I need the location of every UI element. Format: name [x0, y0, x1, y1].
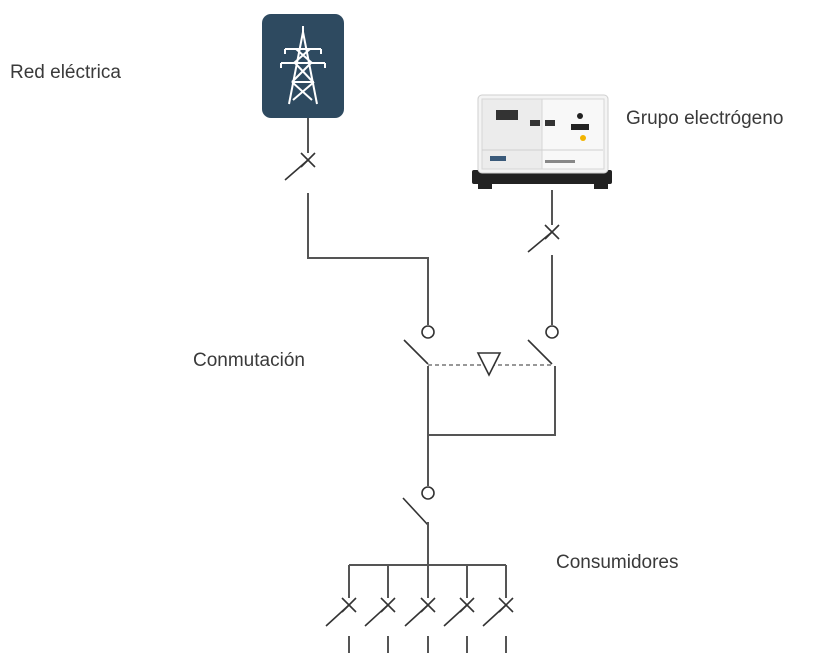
generator-set-icon: [472, 94, 612, 189]
main-switch: [402, 486, 435, 526]
transfer-switch-grid: [403, 325, 435, 365]
consumer-breaker: [443, 565, 475, 653]
generator-label: Grupo electrógeno: [626, 108, 784, 129]
switching-label: Conmutación: [193, 350, 305, 371]
consumers-label: Consumidores: [556, 552, 679, 573]
transfer-switch-generator: [527, 325, 559, 365]
grid-label: Red eléctrica: [10, 62, 121, 83]
consumer-breaker: [404, 565, 436, 653]
mechanical-interlock: [428, 352, 552, 377]
generator-breaker: [527, 190, 560, 253]
transfer-bus-wire: [427, 366, 556, 436]
grid-breaker: [284, 118, 316, 181]
consumer-breaker: [482, 565, 514, 653]
power-pylon-icon: [262, 14, 344, 118]
consumer-breaker: [364, 565, 396, 653]
consumer-breaker: [325, 565, 357, 653]
grid-feeder-wire: [307, 193, 429, 325]
